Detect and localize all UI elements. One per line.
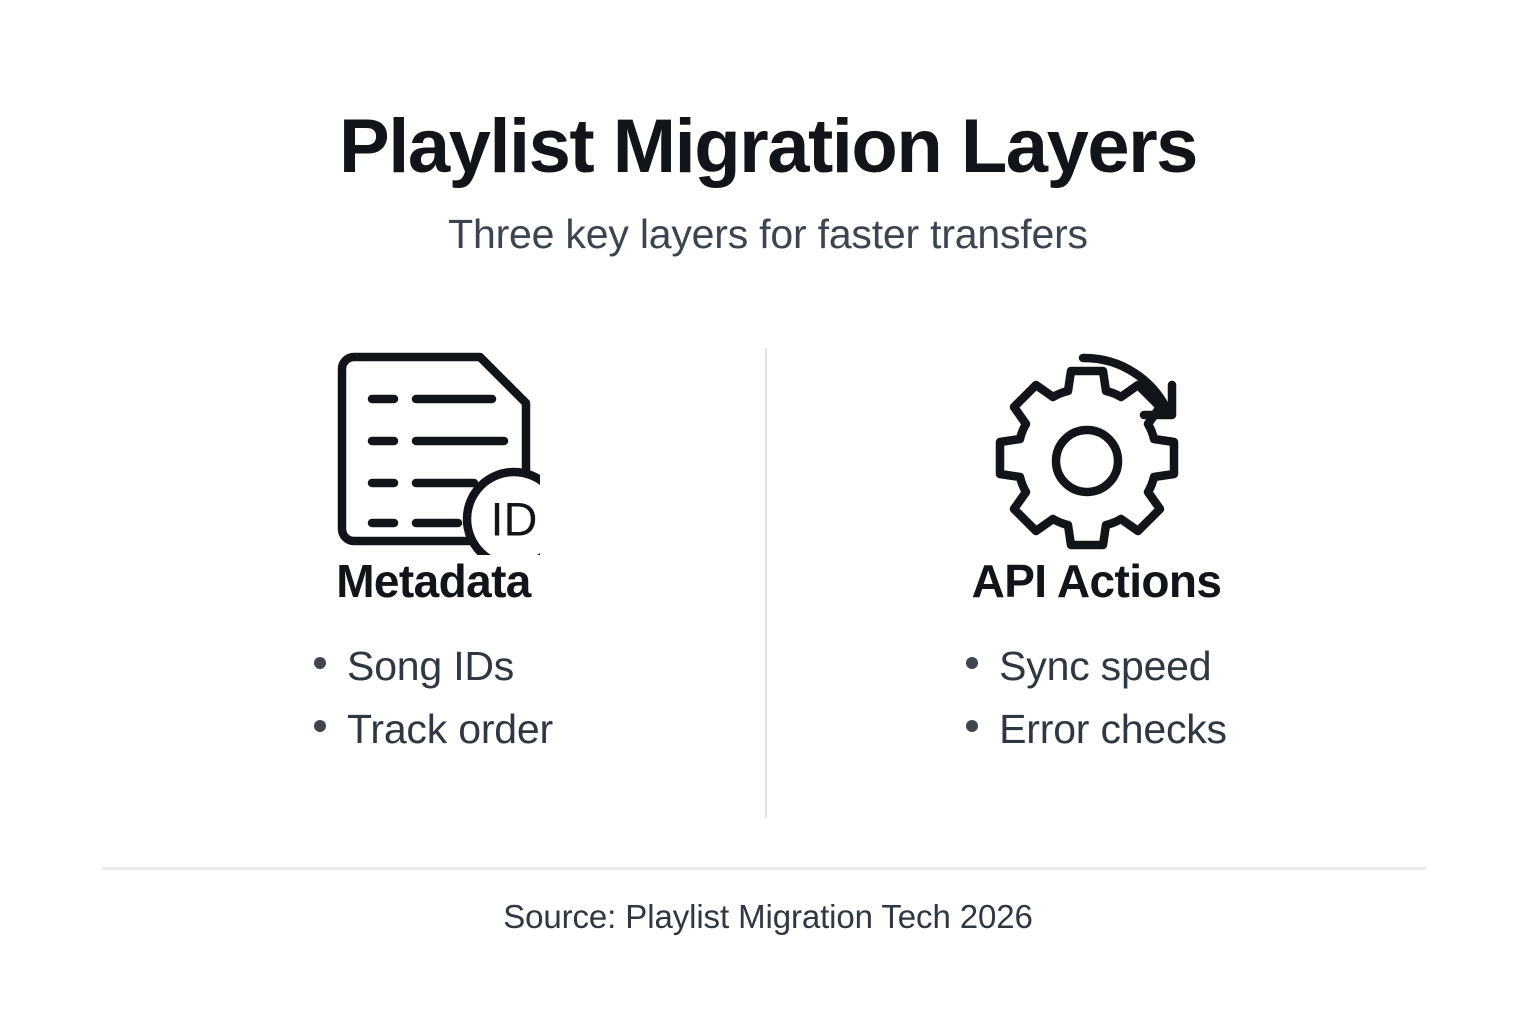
column-divider [765, 348, 767, 818]
bullet-dot-icon [966, 657, 979, 669]
column-api-actions: API Actions Sync speed Error checks [765, 340, 1428, 826]
list-item: Track order [314, 709, 553, 750]
id-badge-circle [462, 467, 540, 555]
bullet-dot-icon [314, 720, 327, 732]
bullet-label: Sync speed [999, 643, 1212, 689]
bullet-label: Error checks [999, 706, 1227, 752]
column-heading-api-actions: API Actions [971, 555, 1222, 607]
list-item: Error checks [966, 709, 1227, 750]
metadata-icon-wrap: ID [328, 340, 540, 558]
column-metadata: ID Metadata Song IDs Track order [102, 340, 765, 826]
page-title: Playlist Migration Layers [339, 104, 1198, 189]
columns-container: ID Metadata Song IDs Track order [102, 340, 1428, 826]
bullet-label: Song IDs [347, 643, 515, 689]
bullet-label: Track order [347, 706, 553, 752]
list-item: Sync speed [966, 646, 1227, 687]
bullet-list-api-actions: Sync speed Error checks [966, 646, 1227, 750]
api-icon-wrap [991, 340, 1203, 558]
document-id-icon: ID [337, 352, 540, 555]
source-caption: Source: Playlist Migration Tech 2026 [503, 898, 1033, 935]
bullet-list-metadata: Song IDs Track order [314, 646, 553, 750]
gear-refresh-icon [995, 353, 1178, 550]
list-item: Song IDs [314, 646, 553, 687]
bullet-dot-icon [314, 657, 327, 669]
page-subtitle: Three key layers for faster transfers [448, 210, 1088, 257]
header: Playlist Migration Layers Three key laye… [0, 108, 1536, 257]
column-heading-metadata: Metadata [336, 555, 531, 607]
bullet-dot-icon [966, 720, 979, 732]
footer-divider [102, 867, 1427, 870]
id-badge-label: ID [490, 493, 537, 546]
